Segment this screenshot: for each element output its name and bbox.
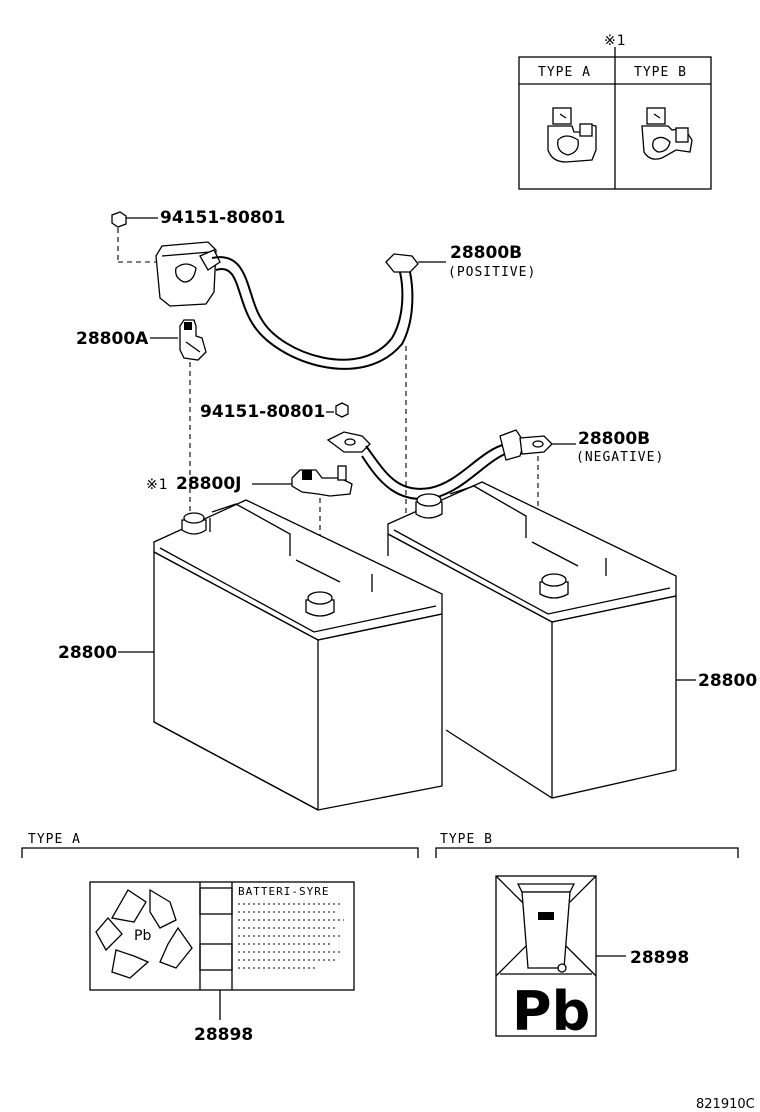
- positive-cable-part-number: 28800B: [450, 243, 522, 263]
- section-type-a-label: TYPE A: [28, 832, 81, 847]
- label-type-b: Pb 28898: [495, 875, 689, 1043]
- label-b-part-number: 28898: [630, 948, 689, 968]
- positive-cable-note: (POSITIVE): [448, 265, 536, 280]
- battery-left-post-positive-icon: [181, 519, 207, 535]
- nut-mid-part-number: 94151-80801: [200, 402, 325, 422]
- battery-right-post-positive-icon: [415, 501, 443, 519]
- terminal-type-a-icon: [547, 107, 597, 163]
- label-b-pb-symbol: Pb: [512, 980, 590, 1043]
- negative-cable-note: (NEGATIVE): [576, 450, 664, 465]
- inset-type-a-label: TYPE A: [538, 65, 591, 80]
- negative-cable-assembly: 28800B (NEGATIVE): [326, 429, 664, 590]
- battery-left-post-negative-icon: [305, 599, 335, 617]
- terminal-type-b-icon: [641, 107, 693, 160]
- battery-right-post-negative-icon: [539, 581, 569, 599]
- negative-cable-part-number: 28800B: [578, 429, 650, 449]
- nut-mid-assembly: 94151-80801: [200, 402, 349, 422]
- inset-type-b-label: TYPE B: [634, 65, 687, 80]
- recycle-icon: Pb: [95, 888, 193, 979]
- battery-right-part-number: 28800: [698, 671, 757, 691]
- clamp-a-icon: [179, 319, 207, 361]
- nut-top-assembly: 94151-80801: [111, 208, 285, 263]
- clamp-a-part-number: 28800A: [76, 329, 149, 349]
- positive-terminal-end-icon: [385, 253, 419, 273]
- nut-top-icon: [111, 211, 127, 228]
- nut-top-part-number: 94151-80801: [160, 208, 285, 228]
- battery-left: 28800: [58, 499, 443, 811]
- label-section-headers: TYPE A TYPE B: [21, 832, 739, 858]
- nut-mid-icon: [335, 402, 349, 418]
- drawing-code: 821910C: [696, 1097, 755, 1112]
- positive-cable-assembly: 28800B (POSITIVE): [155, 241, 536, 520]
- label-a-part-number: 28898: [194, 1025, 253, 1045]
- clamp-j-part-number: 28800J: [176, 474, 241, 494]
- label-type-a: Pb BATTERI-SYRE 28898: [89, 881, 355, 1045]
- battery-left-part-number: 28800: [58, 643, 117, 663]
- inset-marker: ※1: [604, 33, 627, 49]
- clamp-j-assembly: ※1 28800J: [146, 465, 353, 592]
- clamp-a-assembly: 28800A: [76, 319, 207, 512]
- battery-right: 28800: [387, 481, 757, 799]
- section-type-b-label: TYPE B: [440, 832, 493, 847]
- label-a-pb-symbol: Pb: [134, 928, 151, 944]
- label-a-fine-print: [238, 903, 344, 969]
- crossed-bin-icon: [495, 875, 597, 977]
- clamp-j-marker: ※1: [146, 477, 169, 493]
- terminal-type-inset: ※1 TYPE A TYPE B: [518, 33, 712, 190]
- label-a-heading: BATTERI-SYRE: [238, 885, 329, 898]
